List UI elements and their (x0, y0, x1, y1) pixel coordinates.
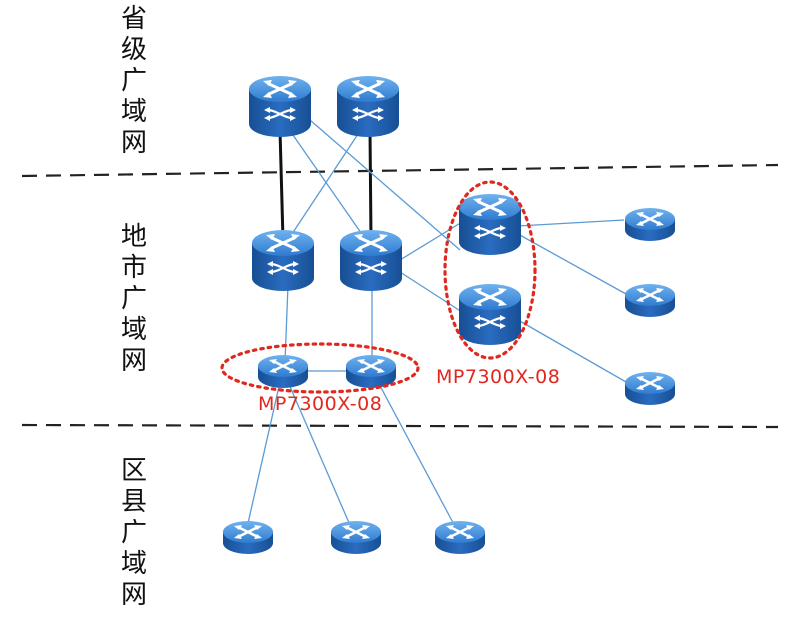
link (399, 271, 463, 313)
core-router-icon (250, 228, 316, 293)
core-router-icon (335, 74, 401, 139)
link (287, 124, 365, 241)
router-icon (256, 353, 310, 390)
trunk-link (278, 129, 285, 241)
router-icon (221, 519, 275, 556)
link (309, 119, 461, 251)
link (517, 233, 627, 295)
tier-divider-upper (21, 163, 779, 178)
aggregation-pair-label: MP7300X-08 (258, 393, 383, 415)
router-icon (623, 282, 677, 319)
highlight-aggregation-pair (220, 342, 420, 394)
core-router-icon (338, 228, 404, 293)
tier-label-city: 地 市 广 域 网 (120, 222, 147, 376)
router-icon (623, 206, 677, 243)
side-pair-label: MP7300X-08 (436, 366, 561, 388)
link (245, 381, 281, 533)
core-router-icon (457, 282, 523, 347)
core-router-icon (457, 192, 523, 257)
tier-label-provincial: 省 级 广 域 网 (120, 4, 147, 158)
tier-divider-lower (21, 423, 779, 429)
link (517, 219, 625, 227)
router-icon (433, 519, 487, 556)
link (284, 284, 289, 363)
router-icon (344, 353, 398, 390)
router-icon (329, 519, 383, 556)
tier-label-county: 区 县 广 域 网 (120, 456, 147, 610)
link (287, 381, 354, 533)
link (377, 381, 459, 533)
link (517, 319, 627, 383)
highlight-side-pair (443, 180, 537, 360)
router-icon (623, 370, 677, 407)
core-router-icon (247, 74, 313, 139)
trunk-link (368, 129, 373, 241)
link (399, 221, 463, 261)
